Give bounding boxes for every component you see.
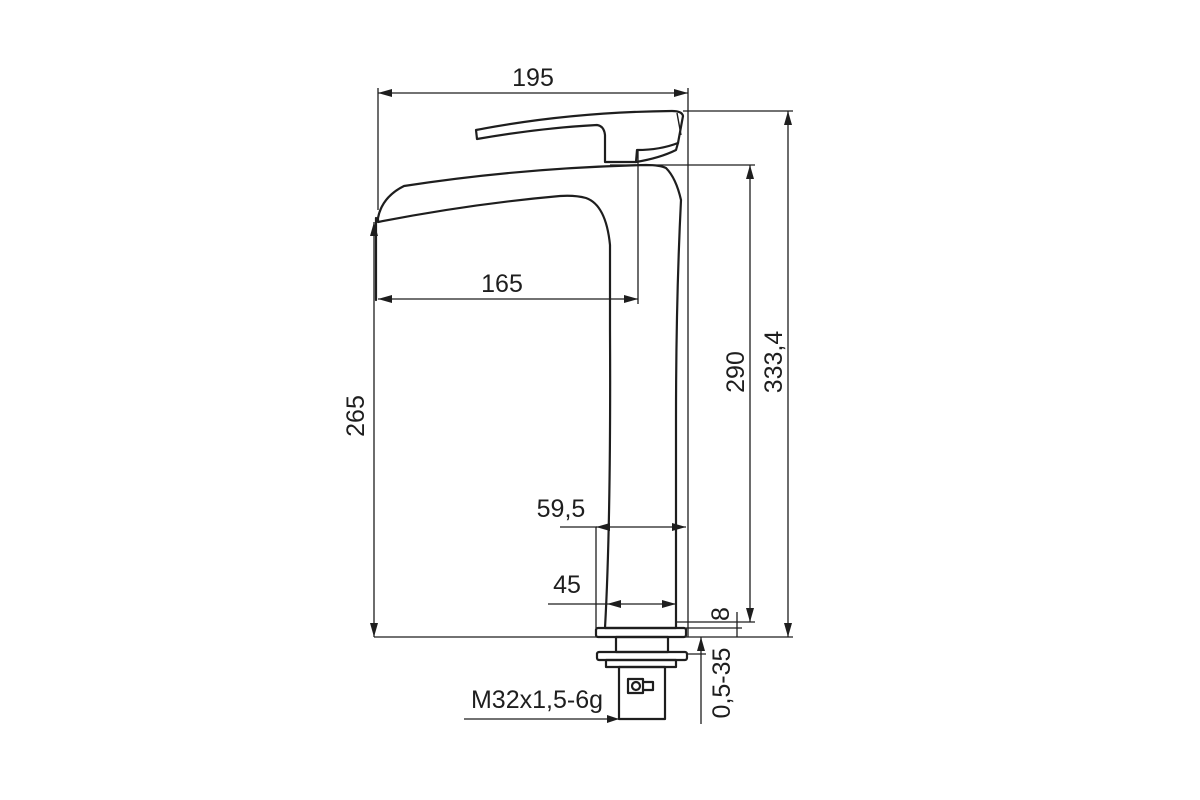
dim-body-height: 290 (610, 164, 755, 623)
cartridge-cap (634, 141, 680, 164)
dim-overall-width: 195 (377, 64, 689, 637)
faucet-outline (374, 109, 689, 721)
fixing-assembly (595, 635, 689, 721)
dim-base-thickness: 8 (686, 607, 742, 637)
mounting-stud (614, 635, 670, 654)
dim-spout-height: 265 (342, 222, 700, 638)
total-height-label: 333,4 (760, 331, 788, 394)
hose-connector (626, 677, 655, 695)
dim-deck-thickness: 0,5-35 (686, 637, 736, 724)
fixing-washer (595, 650, 689, 662)
cap-edge (676, 112, 682, 136)
dim-neck-width: 45 (548, 571, 676, 608)
deck-thickness-label: 0,5-35 (708, 648, 736, 719)
lever-handle (474, 109, 685, 164)
spout-reach-label: 165 (481, 270, 523, 298)
spout-height-label: 265 (342, 395, 370, 437)
base-flange (594, 626, 688, 639)
dim-spout-reach: 165 (378, 150, 639, 304)
thread-shank (617, 665, 667, 721)
dim-total-height: 333,4 (683, 110, 793, 638)
base-width-label: 59,5 (537, 495, 586, 523)
dim-base-width: 59,5 (537, 495, 686, 628)
neck-width-label: 45 (553, 571, 581, 599)
spout-body (376, 163, 683, 630)
hose-nut (630, 680, 642, 692)
dimension-lines: 195 165 265 290 (342, 64, 793, 724)
thread-label: M32x1,5-6g (471, 686, 603, 714)
dim-thread: M32x1,5-6g (464, 686, 619, 723)
base-thickness-label: 8 (707, 607, 735, 621)
overall-width-label: 195 (512, 64, 554, 92)
body-height-label: 290 (722, 351, 750, 393)
